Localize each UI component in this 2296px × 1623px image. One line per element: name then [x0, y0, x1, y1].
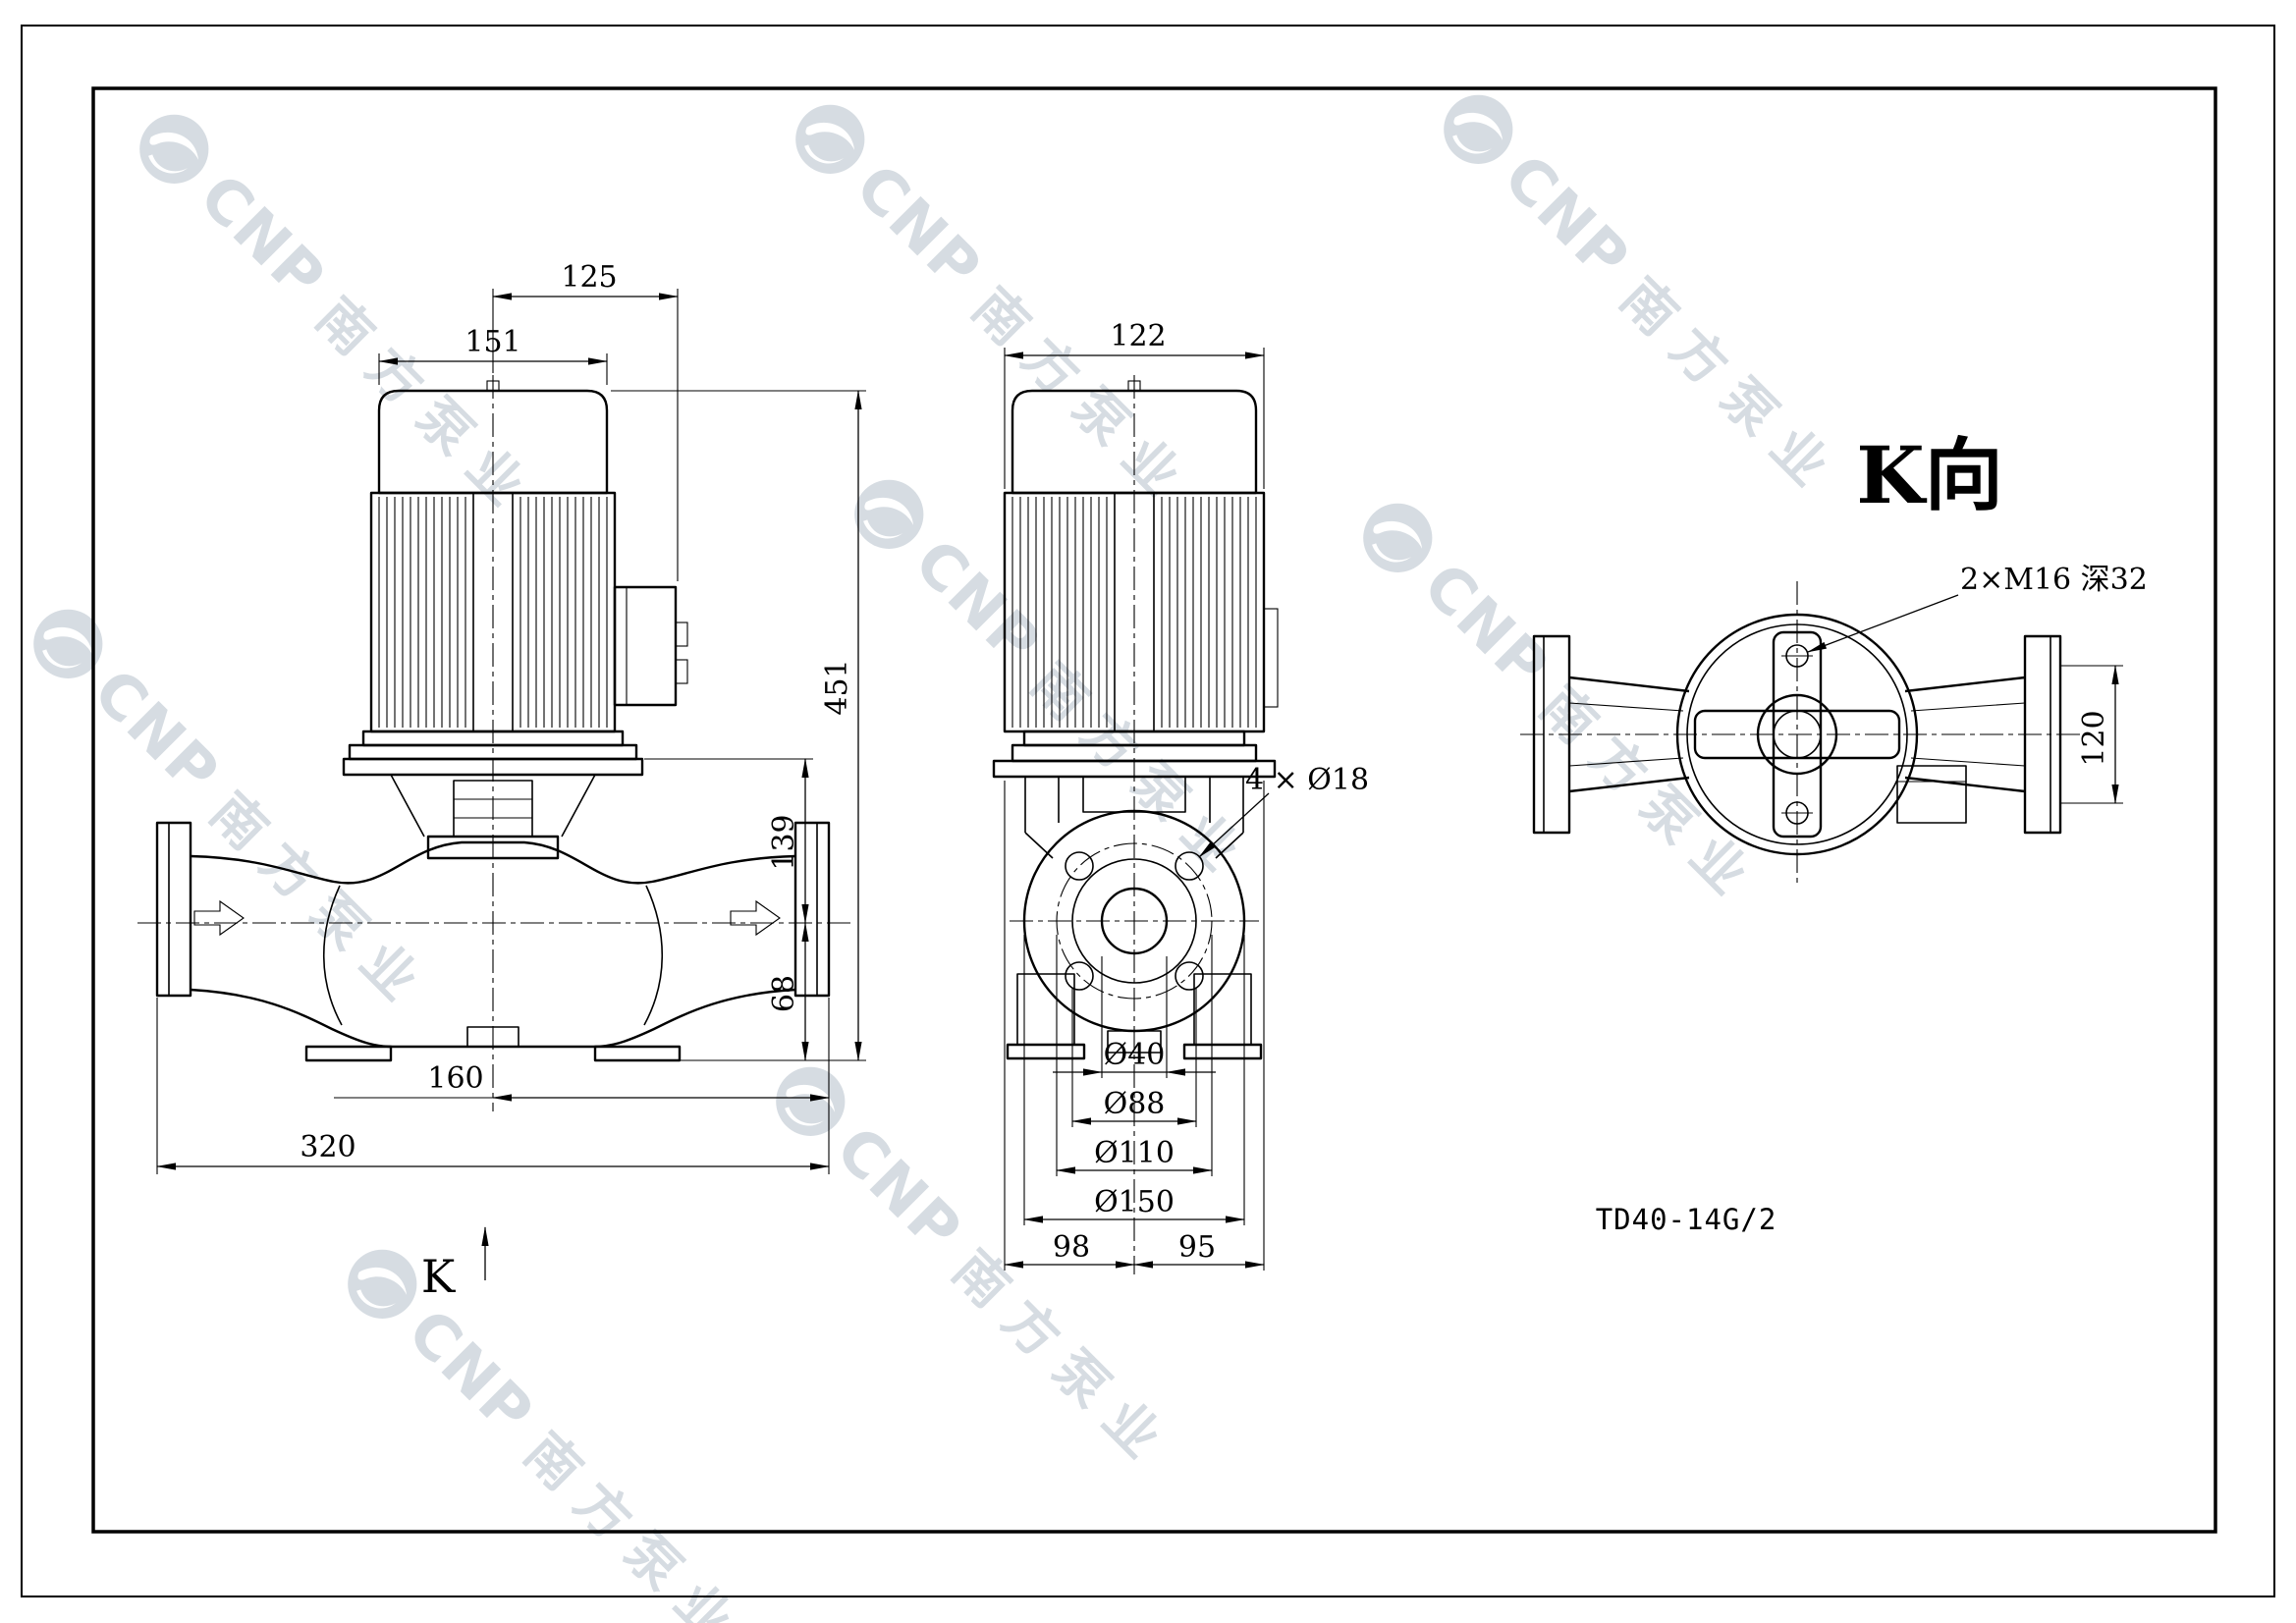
dim-320: 320 — [300, 1130, 355, 1164]
k-view-drawing — [1520, 581, 2084, 886]
k-view-dimensions: K向 2×M16 深32 120 — [1807, 429, 2148, 804]
dim-125: 125 — [561, 260, 617, 295]
front-view-drawing — [137, 375, 850, 1111]
dim-bolt-circle: Ø110 — [1094, 1136, 1175, 1170]
side-view-dimensions: 122 4 × Ø18 Ø40 Ø88 Ø110 Ø150 — [1004, 319, 1369, 1271]
dim-122: 122 — [1110, 319, 1166, 353]
dim-68: 68 — [767, 975, 801, 1012]
model-label: TD40-14G/2 — [1596, 1203, 1777, 1236]
dim-bore: Ø40 — [1104, 1038, 1166, 1072]
outer-border — [21, 25, 2275, 1597]
dim-raised-face: Ø88 — [1104, 1087, 1166, 1121]
bolt-holes-label: 4 × Ø18 — [1245, 763, 1369, 797]
dim-flange-od: Ø150 — [1094, 1185, 1175, 1219]
tapped-holes-label: 2×M16 深32 — [1960, 563, 2148, 597]
dim-95: 95 — [1178, 1230, 1216, 1265]
front-view-dimensions: 125 151 451 139 68 160 320 — [156, 260, 866, 1303]
dim-139: 139 — [767, 814, 801, 870]
inner-border — [91, 86, 2217, 1534]
dim-120: 120 — [2077, 710, 2111, 766]
dim-160: 160 — [427, 1061, 483, 1096]
dim-451: 451 — [820, 659, 854, 715]
dim-98: 98 — [1053, 1230, 1090, 1265]
k-view-arrow-label: K — [421, 1250, 457, 1303]
dim-151: 151 — [465, 325, 520, 359]
k-view-title: K向 — [1856, 429, 2003, 521]
